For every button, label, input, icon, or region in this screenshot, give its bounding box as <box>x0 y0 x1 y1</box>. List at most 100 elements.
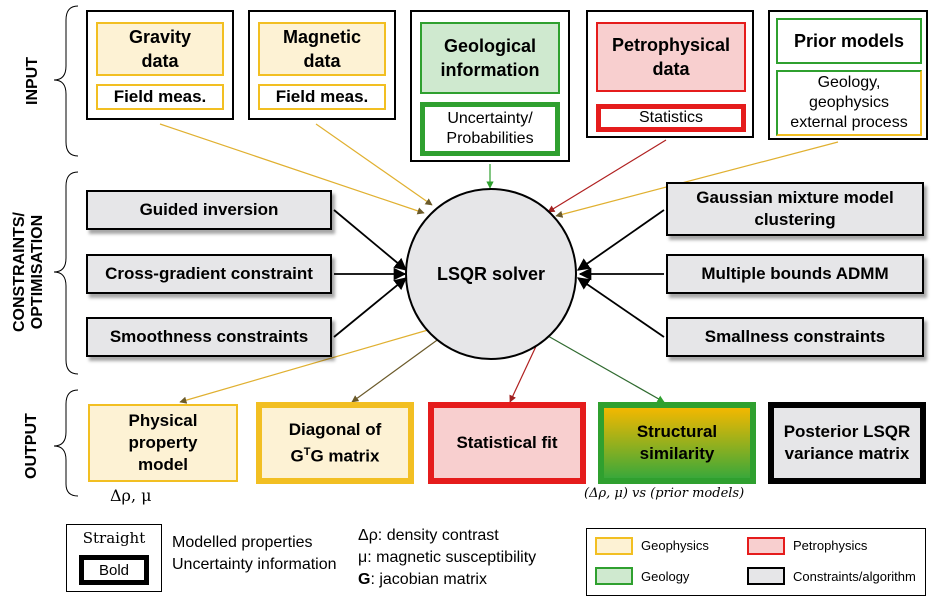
geological-info-box: Geological information <box>420 22 560 94</box>
uncertainty-l2: Probabilities <box>446 130 534 147</box>
legend-geophysics-swatch <box>595 537 633 555</box>
structural-l1: Structural <box>636 422 718 441</box>
arrow-magnetic-to-solver <box>315 123 433 206</box>
geological-title-l1: Geological <box>443 36 537 56</box>
physical-property-box: Physical property model <box>88 404 238 482</box>
arrow-to-physical <box>179 329 429 404</box>
cross-gradient-label: Cross-gradient constraint <box>105 264 313 283</box>
uncertainty-l1: Uncertainty/ <box>447 110 533 127</box>
section-label-output: OUTPUT <box>23 413 40 479</box>
uncertainty-box: Uncertainty/ Probabilities <box>420 102 560 156</box>
petrophysical-title-l1: Petrophysical <box>611 35 731 55</box>
admm-label: Multiple bounds ADMM <box>701 264 889 283</box>
diagonal-l1: Diagonal of <box>288 419 382 439</box>
arrow-smallness <box>576 277 665 338</box>
magnetic-data-box: Magnetic data <box>258 22 386 76</box>
key-modelled: Modelled properties <box>172 534 313 551</box>
gravity-title-l1: Gravity <box>128 27 192 47</box>
prior-sources-l1: Geology, <box>817 74 881 91</box>
guided-inversion-label: Guided inversion <box>139 200 279 219</box>
prior-models-box: Prior models <box>776 18 922 64</box>
prior-sources-l3: external process <box>790 114 908 131</box>
gravity-data-group: Gravity data Field meas. <box>86 10 234 120</box>
magnetic-title-l2: data <box>303 51 341 71</box>
structural-note: (Δρ, μ) vs (prior models) <box>584 486 745 501</box>
def-rho: Δρ: density contrast <box>358 526 499 546</box>
diagonal-g2: G matrix <box>310 446 380 466</box>
legend-petrophysics-swatch <box>747 537 785 555</box>
key-bold-box: Bold <box>79 555 149 585</box>
input-brace <box>53 5 79 157</box>
gravity-title-l2: data <box>141 51 179 71</box>
gravity-field-meas-label: Field meas. <box>113 87 207 106</box>
statistical-fit-label: Statistical fit <box>456 433 558 452</box>
diagonal-l2: GTG matrix <box>291 441 380 468</box>
cross-gradient-box: Cross-gradient constraint <box>86 254 332 294</box>
statistics-box: Statistics <box>596 104 746 132</box>
statistics-label: Statistics <box>638 109 703 126</box>
legend-petrophysics-label: Petrophysics <box>793 538 868 553</box>
section-label-constraints-l2: OPTIMISATION <box>29 214 46 330</box>
physical-note: Δρ, μ <box>110 486 152 505</box>
arrow-smoothness <box>333 277 407 338</box>
petrophysical-data-box: Petrophysical data <box>596 22 746 92</box>
section-label-constraints-l1: CONSTRAINTS/ <box>11 212 28 332</box>
legend-constraints-label: Constraints/algorithm <box>793 569 916 584</box>
def-mu-text: : magnetic susceptibility <box>367 549 537 566</box>
structural-similarity-box: Structural similarity <box>598 402 756 484</box>
prior-models-group: Prior models Geology, geophysics externa… <box>768 10 928 140</box>
magnetic-field-meas-box: Field meas. <box>258 84 386 110</box>
prior-models-title: Prior models <box>793 31 905 51</box>
gmm-clustering-box: Gaussian mixture model clustering <box>666 182 924 236</box>
legend-geology-label: Geology <box>641 569 690 584</box>
posterior-l2: variance matrix <box>784 444 910 463</box>
section-label-input: INPUT <box>24 57 41 105</box>
gravity-field-meas-box: Field meas. <box>96 84 224 110</box>
arrow-gravity-to-solver <box>159 123 425 215</box>
arrow-gmm <box>576 209 665 271</box>
petrophysical-title-l2: data <box>652 59 690 79</box>
gravity-data-box: Gravity data <box>96 22 224 76</box>
def-g-symbol: G <box>358 571 371 588</box>
arrow-to-statfit-red <box>509 341 539 403</box>
gmm-l2: clustering <box>754 210 836 229</box>
physical-l1: Physical <box>128 411 198 430</box>
posterior-l1: Posterior LSQR <box>783 422 911 441</box>
physical-l2: property <box>128 433 198 452</box>
line-style-key: Straight Bold <box>66 524 162 592</box>
diagonal-box: Diagonal of GTG matrix <box>256 402 414 484</box>
arrow-to-structural <box>547 335 665 403</box>
constraints-brace <box>53 171 79 375</box>
arrow-guided <box>333 209 407 271</box>
smoothness-label: Smoothness constraints <box>109 327 309 346</box>
smallness-label: Smallness constraints <box>704 327 886 346</box>
diagonal-sup: T <box>303 445 311 458</box>
key-uncertainty: Uncertainty information <box>172 556 337 573</box>
posterior-box: Posterior LSQR variance matrix <box>768 402 926 484</box>
smoothness-box: Smoothness constraints <box>86 317 332 357</box>
def-rho-symbol: Δρ <box>358 527 378 544</box>
def-rho-text: : density contrast <box>377 527 499 544</box>
output-brace <box>53 389 79 497</box>
def-g-text: : jacobian matrix <box>370 571 487 588</box>
statistical-fit-box: Statistical fit <box>428 402 586 484</box>
legend-geophysics-label: Geophysics <box>641 538 709 553</box>
geological-title-l2: information <box>440 60 540 80</box>
magnetic-field-meas-label: Field meas. <box>275 87 369 106</box>
def-mu-symbol: μ <box>358 549 368 566</box>
physical-l3: model <box>137 455 189 474</box>
section-label-constraints: CONSTRAINTS/ OPTIMISATION <box>11 212 47 332</box>
key-straight-label: Straight <box>82 529 146 547</box>
magnetic-data-group: Magnetic data Field meas. <box>248 10 396 120</box>
color-legend: Geophysics Petrophysics Geology Constrai… <box>586 528 926 596</box>
admm-box: Multiple bounds ADMM <box>666 254 924 294</box>
lsqr-solver-circle: LSQR solver <box>405 188 577 360</box>
structural-l2: similarity <box>639 444 715 463</box>
arrow-petro-to-solver <box>547 139 667 213</box>
petrophysical-data-group: Petrophysical data Statistics <box>586 10 754 138</box>
smallness-box: Smallness constraints <box>666 317 924 357</box>
lsqr-solver-label: LSQR solver <box>436 263 546 284</box>
arrow-to-diagonal <box>351 337 441 403</box>
geological-info-group: Geological information Uncertainty/ Prob… <box>410 10 570 162</box>
